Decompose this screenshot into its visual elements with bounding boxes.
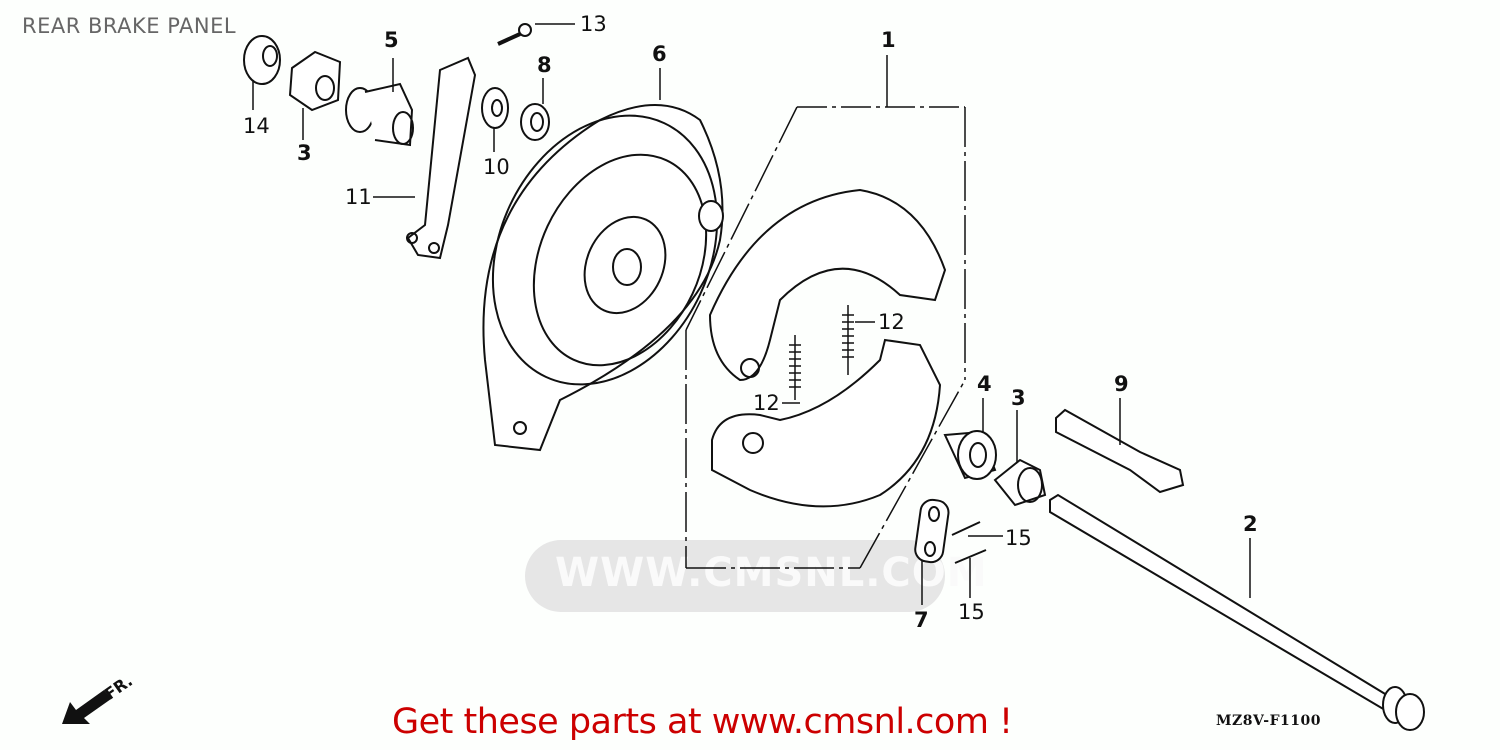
watermark-badge: [525, 540, 945, 612]
promo-link[interactable]: Get these parts at www.cmsnl.com !: [392, 702, 1013, 742]
callout-8[interactable]: 8: [537, 53, 552, 77]
diagram-title: REAR BRAKE PANEL: [22, 14, 237, 38]
callout-1[interactable]: 1: [881, 28, 896, 52]
part-5-bushing: [345, 58, 414, 147]
springs: [782, 305, 875, 404]
diagram-code: MZ8V-F1100: [1216, 713, 1322, 729]
callout-15[interactable]: 15: [958, 600, 985, 624]
part-3-collar: [288, 50, 342, 140]
part-13-bolt: [497, 23, 575, 46]
callout-9[interactable]: 9: [1114, 372, 1129, 396]
part-9-camshaft: [1055, 398, 1185, 494]
callout-10[interactable]: 10: [483, 155, 510, 179]
brake-shoe-lower: [711, 338, 942, 508]
callout-3[interactable]: 3: [297, 141, 312, 165]
part-15-cotter-pins: [951, 521, 1003, 598]
part-3-collar-right: [993, 410, 1047, 507]
part-4-spacer: [943, 398, 997, 480]
part-10-washer: [481, 87, 509, 152]
callout-4[interactable]: 4: [977, 372, 992, 396]
part-7-plate: [914, 498, 950, 605]
callout-15[interactable]: 15: [1005, 526, 1032, 550]
callout-7[interactable]: 7: [914, 608, 929, 632]
callout-5[interactable]: 5: [384, 28, 399, 52]
callout-11[interactable]: 11: [345, 185, 372, 209]
callout-3[interactable]: 3: [1011, 386, 1026, 410]
callout-13[interactable]: 13: [580, 12, 607, 36]
callout-6[interactable]: 6: [652, 42, 667, 66]
part-2-axle: [1049, 493, 1425, 731]
watermark-text: WWW.CMSNL.COM: [555, 550, 988, 596]
callout-12[interactable]: 12: [878, 310, 905, 334]
part-14-nut: [243, 35, 281, 110]
callout-12[interactable]: 12: [753, 391, 780, 415]
callout-14[interactable]: 14: [243, 114, 270, 138]
callout-2[interactable]: 2: [1243, 512, 1258, 536]
brake-shoe-upper: [708, 188, 947, 382]
part-1-shoe-set-outline: [685, 55, 966, 569]
part-8-seal: [520, 78, 550, 141]
part-11-brake-arm: [373, 56, 477, 260]
part-6-brake-panel: [482, 68, 724, 452]
arrow-down-left-icon: FR.: [62, 671, 136, 724]
